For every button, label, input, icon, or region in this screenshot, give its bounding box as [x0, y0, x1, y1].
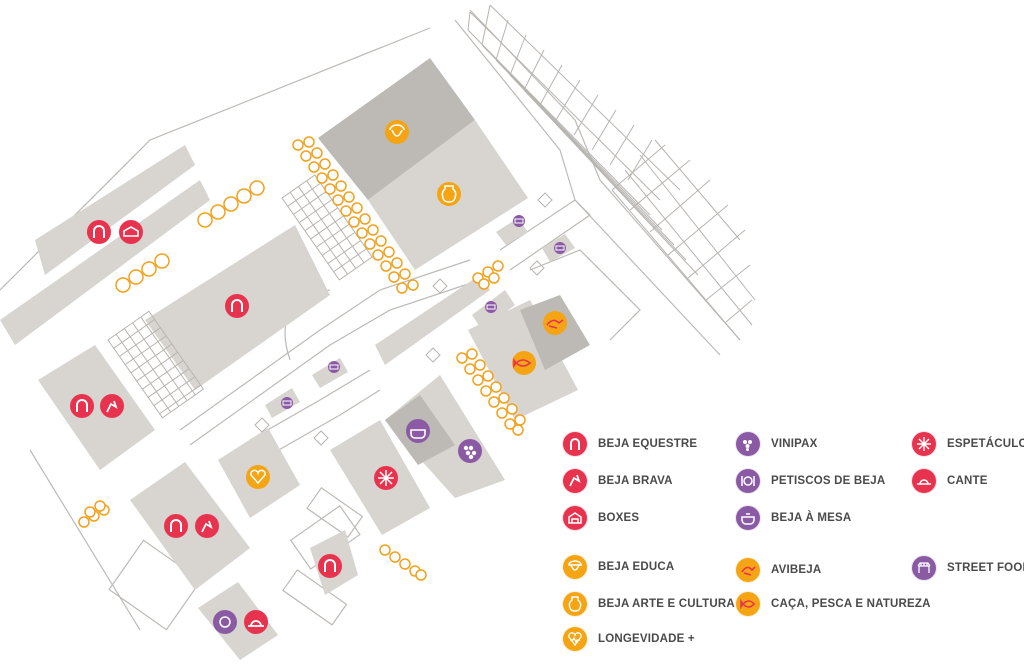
grandstand-grid-north: [467, 4, 699, 276]
horseshoe-icon: [562, 431, 588, 457]
heart-pulse-icon: [562, 626, 588, 652]
hat-icon: [911, 468, 937, 494]
legend-label: AVIBEJA: [771, 564, 822, 576]
marker-vinipax[interactable]: [458, 439, 482, 463]
grandstand-grid-east: [611, 139, 756, 341]
spark-icon: [911, 431, 937, 457]
legend-label: CAÇA, PESCA E NATUREZA: [771, 598, 931, 610]
marker-beja-equestre[interactable]: [318, 554, 342, 578]
marker-street-food[interactable]: [513, 215, 525, 227]
marker-cante[interactable]: [244, 610, 268, 634]
marker-boxes[interactable]: [119, 220, 143, 244]
plate-cutlery-icon: [735, 468, 761, 494]
marker-beja-equestre[interactable]: [70, 394, 94, 418]
legend-label: BEJA EQUESTRE: [598, 438, 698, 450]
legend-item-espetaculos[interactable]: ESPETÁCULOS: [911, 430, 1024, 458]
map-legend: BEJA EQUESTRE BEJA BRAVA BOXES VINIPAX P…: [560, 428, 1024, 664]
marker-street-food[interactable]: [328, 361, 340, 373]
bird-icon: [735, 557, 761, 583]
vase-icon: [562, 591, 588, 617]
legend-label: ESPETÁCULOS: [947, 438, 1024, 450]
legend-label: BOXES: [598, 512, 640, 524]
food-stall-icon: [911, 555, 937, 581]
legend-label: PETISCOS DE BEJA: [771, 475, 886, 487]
legend-label: CANTE: [947, 475, 988, 487]
marker-longevidade[interactable]: [246, 465, 270, 489]
map-markers[interactable]: [70, 120, 567, 634]
parking-grids: [107, 4, 756, 446]
legend-label: BEJA ARTE E CULTURA: [598, 598, 735, 610]
marker-caca-pesca[interactable]: [512, 351, 536, 375]
legend-item-cante[interactable]: CANTE: [911, 467, 988, 495]
legend-label: BEJA BRAVA: [598, 475, 673, 487]
legend-label: LONGEVIDADE +: [598, 633, 695, 645]
marker-petiscos[interactable]: [213, 610, 237, 634]
legend-item-beja-a-mesa[interactable]: BEJA À MESA: [735, 504, 851, 532]
small-markers: [254, 192, 553, 446]
legend-item-beja-brava[interactable]: BEJA BRAVA: [562, 467, 673, 495]
marker-beja-equestre[interactable]: [87, 220, 111, 244]
marker-beja-educa[interactable]: [385, 120, 409, 144]
marker-beja-a-mesa[interactable]: [406, 419, 430, 443]
marker-beja-equestre[interactable]: [225, 294, 249, 318]
legend-label: BEJA À MESA: [771, 512, 852, 524]
legend-item-beja-equestre[interactable]: BEJA EQUESTRE: [562, 430, 697, 458]
marker-beja-arte-cultura[interactable]: [437, 182, 461, 206]
fish-icon: [735, 591, 761, 617]
marker-street-food[interactable]: [554, 242, 566, 254]
legend-item-beja-educa[interactable]: BEJA EDUCA: [562, 553, 674, 581]
legend-item-beja-arte-cultura[interactable]: BEJA ARTE E CULTURA: [562, 590, 735, 618]
marker-beja-equestre[interactable]: [164, 514, 188, 538]
pot-icon: [735, 505, 761, 531]
marker-street-food[interactable]: [281, 397, 293, 409]
grapes-icon: [735, 431, 761, 457]
trees: [78, 136, 526, 581]
legend-label: VINIPAX: [771, 438, 818, 450]
legend-item-boxes[interactable]: BOXES: [562, 504, 639, 532]
bull-horns-icon: [562, 468, 588, 494]
marker-avibeja[interactable]: [543, 311, 567, 335]
legend-label: BEJA EDUCA: [598, 561, 675, 573]
legend-label: STREET FOOD: [947, 562, 1024, 574]
legend-item-street-food[interactable]: STREET FOOD: [911, 554, 1024, 582]
legend-item-vinipax[interactable]: VINIPAX: [735, 430, 818, 458]
legend-item-caca-pesca-natureza[interactable]: CAÇA, PESCA E NATUREZA: [735, 590, 931, 618]
legend-item-longevidade[interactable]: LONGEVIDADE +: [562, 625, 695, 653]
legend-item-avibeja[interactable]: AVIBEJA: [735, 556, 821, 584]
acorn-icon: [562, 554, 588, 580]
legend-item-petiscos-de-beja[interactable]: PETISCOS DE BEJA: [735, 467, 885, 495]
marker-street-food[interactable]: [485, 301, 497, 313]
marker-beja-brava[interactable]: [100, 394, 124, 418]
marker-espetaculos[interactable]: [374, 466, 398, 490]
marker-beja-brava[interactable]: [195, 514, 219, 538]
stable-icon: [562, 505, 588, 531]
